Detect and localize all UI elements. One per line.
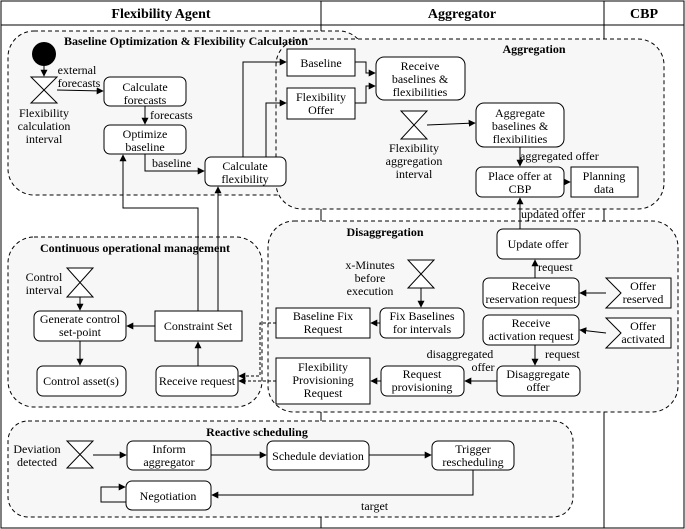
edge-flexibility-to-baseline <box>242 58 287 157</box>
node-update-offer <box>496 228 581 260</box>
edge-label-request-2: request <box>545 347 580 361</box>
edge-trigger-to-negotiation <box>211 470 474 499</box>
node-control-assets <box>36 365 127 397</box>
node-negotiation <box>125 480 212 511</box>
edge-fixrequest-to-receive <box>238 322 276 380</box>
start-node <box>32 42 56 66</box>
edge-flexibility-to-offer <box>265 99 287 157</box>
edge-baseline-to-receive <box>355 61 376 77</box>
region-title-continuous-management: Continuous operational management <box>40 241 230 255</box>
timer-deviation-detected <box>65 440 95 469</box>
timer-control-interval <box>65 267 95 298</box>
signal-offer-reserved <box>604 277 672 309</box>
node-baseline <box>286 48 356 77</box>
node-update-offer-label: Update offer <box>508 237 569 251</box>
region-title-reactive-scheduling: Reactive scheduling <box>206 425 308 439</box>
node-receive-request <box>155 365 239 397</box>
edge-constraint-to-optimize <box>119 154 199 311</box>
node-constraint-set <box>154 310 243 342</box>
node-flexibility-offer <box>286 87 356 120</box>
timer-x-minutes <box>406 259 436 289</box>
lane-cbp: CBP <box>630 7 658 22</box>
node-negotiation-label: Negotiation <box>140 489 197 503</box>
timer-flexibility-aggregation <box>399 110 429 140</box>
signal-offer-activated <box>604 317 672 349</box>
region-title-aggregation: Aggregation <box>502 42 565 56</box>
timer-flexibility-calculation <box>29 76 59 104</box>
node-receive-activation <box>482 314 580 346</box>
node-receive-request-label: Receive request <box>159 374 236 388</box>
node-baseline-fix-request <box>275 307 371 339</box>
edge-negotiation-loop <box>100 483 126 503</box>
node-receive-baselines <box>375 56 466 101</box>
edge-label-aggregated-offer: aggregated offer <box>520 149 599 163</box>
region-title-baseline-optimization: Baseline Optimization & Flexibility Calc… <box>64 34 308 48</box>
node-constraint-set-label: Constraint Set <box>164 319 233 333</box>
node-control-assets-label: Control asset(s) <box>43 374 119 388</box>
region-title-disaggregation: Disaggregation <box>346 225 423 239</box>
edge-timer-to-forecasts <box>56 87 104 95</box>
node-planning-data <box>570 166 639 198</box>
edge-label-target: target <box>361 499 389 513</box>
edge-label-forecasts: forecasts <box>150 108 193 122</box>
node-schedule-deviation-label: Schedule deviation <box>272 449 364 463</box>
edge-offer-to-receive <box>355 82 376 104</box>
lane-flexibility-agent: Flexibility Agent <box>111 7 211 22</box>
lane-aggregator: Aggregator <box>428 7 496 22</box>
edge-signal-to-activation <box>579 327 607 335</box>
node-calculate-flexibility <box>204 156 287 187</box>
edge-label-request-1: request <box>538 260 573 274</box>
edge-timer-to-aggregate <box>426 119 476 127</box>
node-baseline-label: Baseline <box>300 56 341 70</box>
node-receive-reservation <box>482 277 580 309</box>
edge-label-baseline: baseline <box>152 156 191 170</box>
edge-optimize-to-flexibility <box>144 154 205 175</box>
edge-label-updated-offer: updated offer <box>521 207 585 221</box>
